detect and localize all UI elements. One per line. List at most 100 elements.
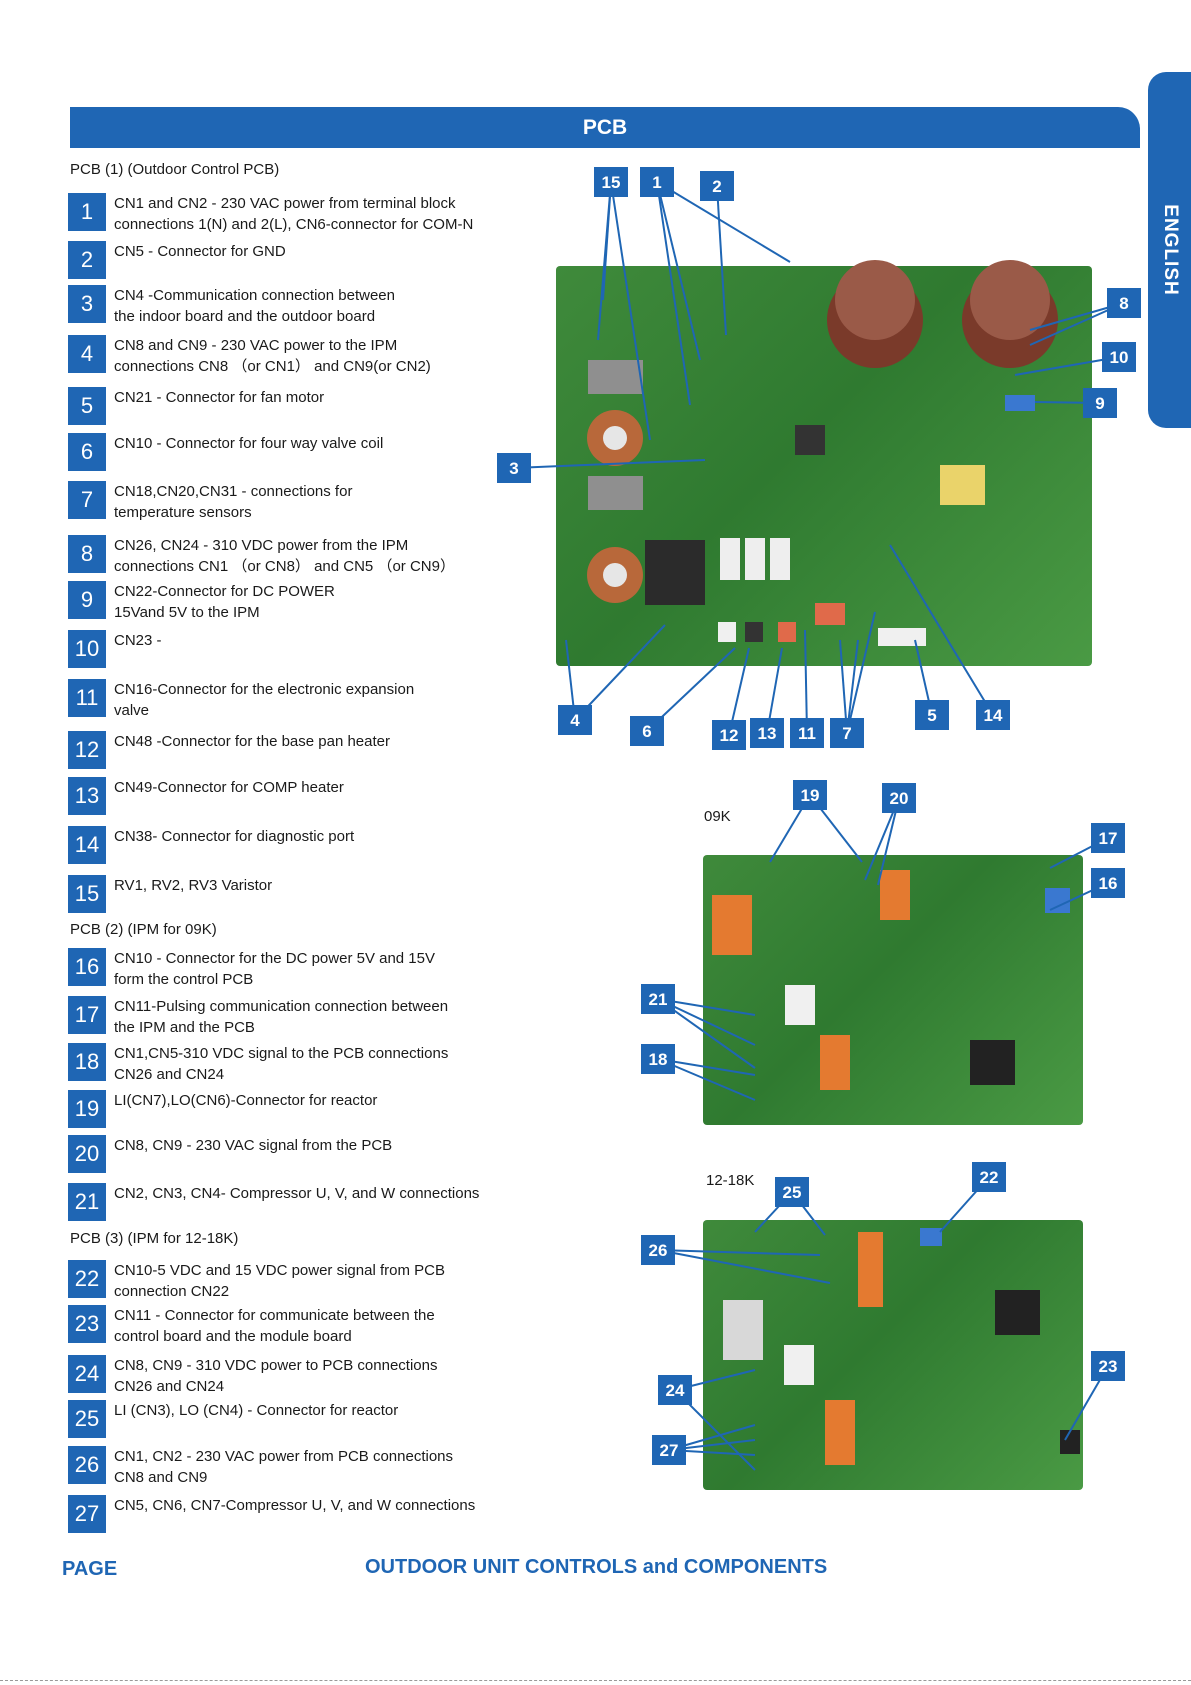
legend-number-badge: 26 (68, 1446, 106, 1484)
callout-number: 14 (984, 706, 1003, 725)
callout-badge (658, 1375, 692, 1405)
legend-number-badge: 15 (68, 875, 106, 913)
section-title-pcb3: PCB (3) (IPM for 12-18K) (70, 1230, 239, 1247)
legend-text: CN21 - Connector for fan motor (114, 389, 325, 406)
callout-badge (972, 1162, 1006, 1192)
legend-text: CN16-Connector for the electronic expans… (114, 681, 415, 719)
legend-number-badge: 18 (68, 1043, 106, 1081)
callout-number: 7 (842, 724, 851, 743)
legend-number-badge: 19 (68, 1090, 106, 1128)
legend-number-badge: 9 (68, 581, 106, 619)
legend-text: CN5 - Connector for GND (114, 243, 286, 260)
legend-text: CN8, CN9 - 310 VDC power to PCB connecti… (114, 1357, 438, 1395)
footer-title: OUTDOOR UNIT CONTROLS and COMPONENTS (365, 1556, 828, 1578)
legend-text: CN49-Connector for COMP heater (114, 779, 344, 796)
callout-leader-line (809, 794, 863, 863)
callout-badge (830, 718, 864, 748)
callout-number: 16 (1099, 874, 1118, 893)
legend-number-badge: 7 (68, 481, 106, 519)
language-tab[interactable]: ENGLISH (1148, 72, 1191, 428)
callout-badge (750, 718, 784, 748)
legend-number-badge: 17 (68, 996, 106, 1034)
section-title-pcb1: PCB (1) (Outdoor Control PCB) (70, 161, 280, 178)
model-label-12-18k: 12-18K (706, 1172, 755, 1189)
legend-number-badge: 8 (68, 535, 106, 573)
legend-number-badge: 20 (68, 1135, 106, 1173)
bottom-divider (0, 1680, 1191, 1681)
callout-badge (1091, 823, 1125, 853)
legend-number-badge: 21 (68, 1183, 106, 1221)
callout-number: 24 (666, 1381, 685, 1400)
legend-number-badge: 12 (68, 731, 106, 769)
legend-number-badge: 2 (68, 241, 106, 279)
callout-number: 3 (509, 459, 518, 478)
callout-leader-line (656, 181, 791, 263)
legend-text: CN10 - Connector for the DC power 5V and… (114, 950, 435, 988)
legend-number-badge: 4 (68, 335, 106, 373)
legend-text: CN22-Connector for DC POWER 15Vand 5V to… (114, 583, 335, 621)
callout-badge (594, 167, 628, 197)
callout-number: 6 (642, 722, 651, 741)
legend-text: CN1,CN5-310 VDC signal to the PCB connec… (114, 1045, 449, 1083)
legend-number-badge: 6 (68, 433, 106, 471)
legend-text: CN18,CN20,CN31 - connections for tempera… (114, 483, 353, 521)
legend-text: CN1, CN2 - 230 VAC power from PCB connec… (114, 1448, 454, 1486)
callout-number: 5 (927, 706, 936, 725)
legend-text: CN8, CN9 - 230 VAC signal from the PCB (114, 1137, 393, 1154)
legend-text: CN4 -Communication connection between th… (114, 287, 395, 325)
legend-text: CN5, CN6, CN7-Compressor U, V, and W con… (114, 1497, 476, 1514)
callout-number: 9 (1095, 394, 1104, 413)
callout-badge (1091, 1351, 1125, 1381)
language-tab-label: ENGLISH (1159, 204, 1181, 296)
callout-number: 26 (649, 1241, 668, 1260)
callout-badge (1102, 342, 1136, 372)
legend-number-badge: 3 (68, 285, 106, 323)
callout-number: 4 (570, 711, 580, 730)
callout-badge (790, 718, 824, 748)
footer-page: PAGE (62, 1558, 118, 1580)
legend-number-badge: 11 (68, 679, 106, 717)
legend-text: CN48 -Connector for the base pan heater (114, 733, 390, 750)
callout-badge (641, 1044, 675, 1074)
callout-number: 20 (890, 789, 909, 808)
legend-text: RV1, RV2, RV3 Varistor (114, 877, 273, 894)
legend-text: CN2, CN3, CN4- Compressor U, V, and W co… (114, 1185, 480, 1202)
model-label-09k: 09K (704, 808, 731, 825)
legend-number-badge: 25 (68, 1400, 106, 1438)
legend-text: CN26, CN24 - 310 VDC power from the IPM … (114, 537, 455, 575)
callout-badge (641, 1235, 675, 1265)
legend-number-badge: 16 (68, 948, 106, 986)
callout-number: 23 (1099, 1357, 1118, 1376)
legend-text: LI(CN7),LO(CN6)-Connector for reactor (114, 1092, 378, 1109)
pcb3-photo (703, 1220, 1083, 1490)
legend-text: CN11 - Connector for communicate between… (114, 1307, 435, 1345)
callout-number: 12 (720, 726, 739, 745)
callout-number: 19 (801, 786, 820, 805)
callout-badge (915, 700, 949, 730)
callout-badge (700, 171, 734, 201)
callout-badge (558, 705, 592, 735)
legend-text: CN11-Pulsing communication connection be… (114, 998, 449, 1036)
callout-badge (652, 1435, 686, 1465)
legend-text: CN10 - Connector for four way valve coil (114, 435, 384, 452)
callout-number: 15 (602, 173, 621, 192)
callout-badge (641, 984, 675, 1014)
header-title: PCB (582, 115, 628, 139)
callout-badge (630, 716, 664, 746)
legend-number-badge: 24 (68, 1355, 106, 1393)
legend-number-badge: 5 (68, 387, 106, 425)
callout-badge (640, 167, 674, 197)
callout-leader-line (769, 794, 811, 863)
callout-number: 18 (649, 1050, 668, 1069)
legend-number-badge: 14 (68, 826, 106, 864)
callout-badge (712, 720, 746, 750)
callout-badge (1091, 868, 1125, 898)
legend-text: CN1 and CN2 - 230 VAC power from termina… (114, 195, 474, 233)
legend-number-badge: 13 (68, 777, 106, 815)
callout-badge (1107, 288, 1141, 318)
legend-number-badge: 10 (68, 630, 106, 668)
legend-text: LI (CN3), LO (CN4) - Connector for react… (114, 1402, 399, 1419)
callout-number: 22 (980, 1168, 999, 1187)
callout-number: 8 (1119, 294, 1128, 313)
legend-text: CN38- Connector for diagnostic port (114, 828, 355, 845)
